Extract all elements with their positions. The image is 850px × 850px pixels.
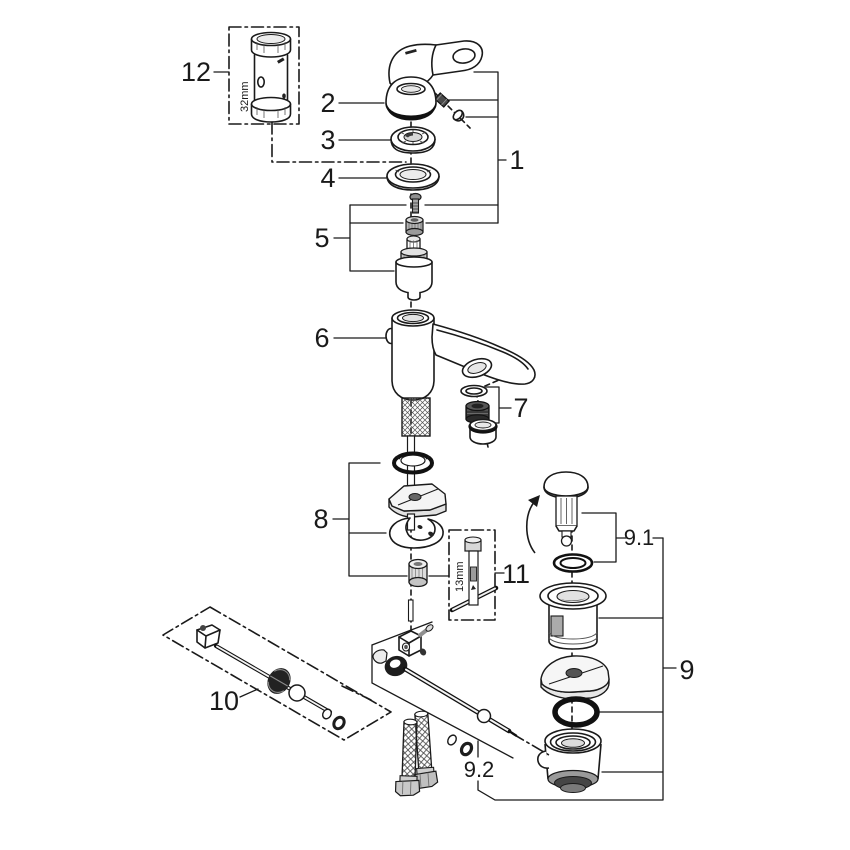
pivot-rod: [402, 666, 518, 737]
part-labels: 12 2 3 4 1 5 6 7 8 11 9.1 9 10 9.2: [181, 57, 695, 782]
drain-oring: [552, 696, 600, 728]
label-part-10: 10: [209, 686, 239, 716]
label-part-6: 6: [314, 323, 329, 353]
plug-seal: [552, 553, 594, 573]
linkage-pin: [407, 599, 414, 622]
label-part-4: 4: [320, 163, 335, 193]
aerator-set: [460, 384, 498, 445]
pivot-clamp: [398, 624, 434, 657]
label-part-1: 1: [509, 145, 524, 175]
rod-seal-ring: [459, 741, 474, 757]
cone-piece: [372, 649, 388, 664]
waste-set: [525, 471, 610, 793]
mounting-set: [388, 451, 447, 588]
handle-cap-ring: [385, 76, 437, 121]
tool-13-size-label: 13mm: [454, 561, 466, 592]
tool-13mm: 13mm: [448, 529, 499, 621]
label-part-11: 11: [502, 559, 530, 589]
label-part-9-1: 9.1: [624, 525, 655, 550]
label-part-8: 8: [313, 504, 328, 534]
label-part-9-2: 9.2: [464, 757, 495, 782]
pull-rod-box: [162, 606, 392, 741]
label-part-2: 2: [320, 88, 335, 118]
cartridge-screw: [409, 192, 422, 214]
handle-slot: [405, 49, 417, 55]
base-ring: [386, 163, 440, 191]
leader-lines: [213, 71, 677, 801]
drain-wedge-gasket: [540, 655, 610, 700]
drain-plug: [543, 471, 589, 547]
oring-support-ring: [392, 451, 434, 475]
cartridge-cap-ring: [390, 126, 436, 154]
handle-set-screw: [434, 92, 450, 108]
adapter-nut: [405, 215, 424, 237]
aerator-seal: [460, 384, 488, 398]
label-part-9: 9: [679, 655, 694, 685]
spout: [431, 323, 536, 385]
cartridge-set: [395, 192, 433, 301]
rod-oring: [447, 734, 457, 746]
cartridge: [395, 235, 433, 301]
hose-right: [413, 710, 439, 790]
drain-flange: [539, 582, 607, 650]
spout-outlet: [461, 357, 493, 379]
label-part-7: 7: [513, 393, 528, 423]
pull-rod-set: [162, 606, 392, 741]
label-part-5: 5: [314, 223, 329, 253]
pivot-seal: [384, 655, 408, 677]
pull-rod-knob: [267, 668, 291, 694]
rod-linkage-set: [372, 599, 518, 757]
pull-rod-ball: [288, 684, 306, 702]
tool-13-box: [448, 529, 496, 621]
supply-hoses: [394, 710, 439, 797]
handle-screw-cap: [452, 109, 465, 122]
horseshoe-washer: [388, 517, 444, 549]
drain-lower-body: [537, 728, 602, 793]
tool-32-box: [228, 26, 300, 125]
faucet-body: [385, 309, 536, 401]
mounting-shank: [401, 397, 431, 494]
rotation-arrow: [525, 495, 540, 554]
label-part-12: 12: [181, 57, 211, 87]
label-part-3: 3: [320, 125, 335, 155]
mounting-wedge: [388, 483, 447, 518]
tool-32mm: 32mm: [228, 26, 300, 125]
pull-rod-joint: [196, 624, 221, 649]
pull-rod-seal: [332, 715, 346, 731]
tool-32-size-label: 32mm: [239, 81, 251, 112]
hose-left: [394, 718, 421, 797]
mounting-nut: [408, 558, 428, 588]
pull-rod-ring: [321, 708, 333, 720]
aerator-shell: [468, 418, 498, 445]
